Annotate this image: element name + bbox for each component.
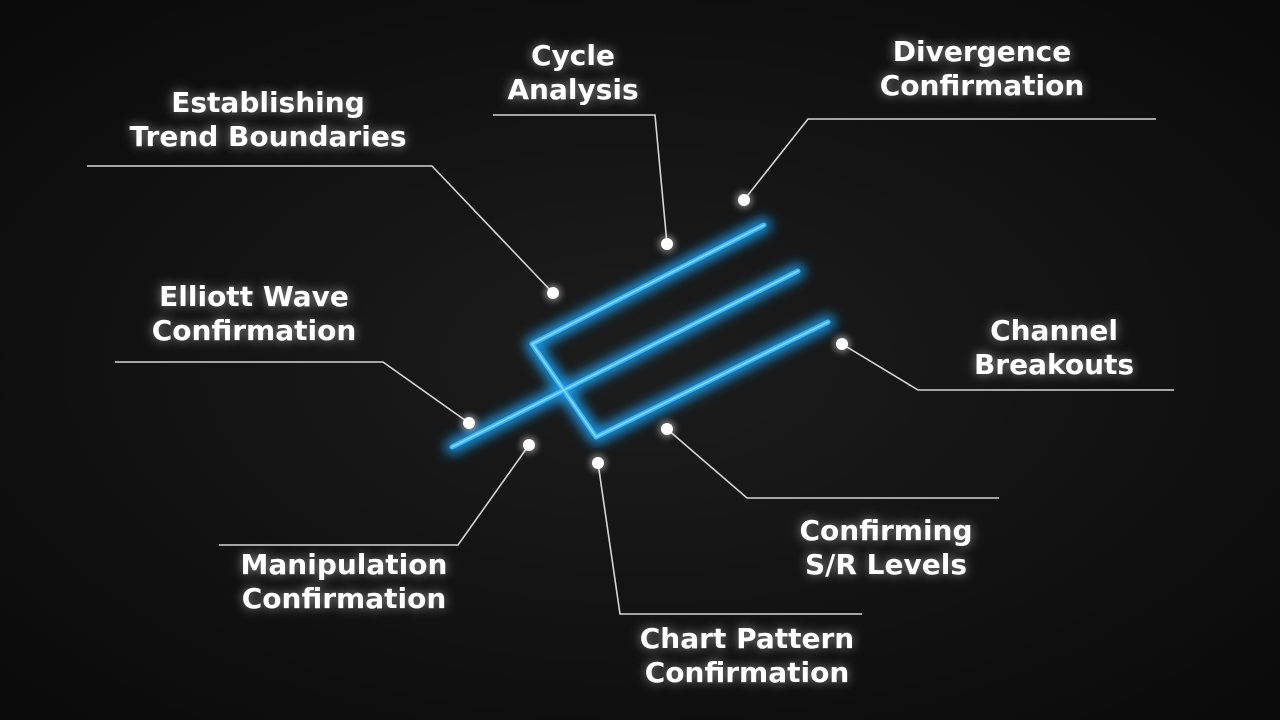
label-manipulation-confirmation-line-2: Confirmation	[241, 582, 447, 615]
label-divergence-confirmation-line-1: Divergence	[892, 35, 1072, 68]
label-chart-pattern-confirmation-line-1: Chart Pattern	[639, 622, 855, 655]
label-elliott-wave-confirmation: Elliott Wave Confirmation	[152, 280, 357, 348]
connector-divergence-confirmation	[743, 118, 1156, 201]
endpoint-dot-establishing-trend-boundaries	[544, 284, 562, 302]
parallel-channel-icon	[445, 218, 835, 454]
label-establishing-trend-boundaries-line-1: Establishing	[171, 86, 365, 119]
connector-confirming-sr-levels	[666, 428, 999, 499]
endpoint-dot-cycle-analysis	[658, 235, 676, 253]
connector-channel-breakouts	[841, 343, 1174, 391]
label-confirming-sr-levels: Confirming S/R Levels	[799, 514, 972, 582]
label-establishing-trend-boundaries: Establishing Trend Boundaries	[130, 86, 407, 154]
label-confirming-sr-levels-line-1: Confirming	[799, 514, 973, 547]
connector-chart-pattern-confirmation	[597, 462, 862, 615]
label-divergence-confirmation: Divergence Confirmation	[880, 35, 1085, 103]
label-channel-breakouts-line-2: Breakouts	[973, 348, 1135, 381]
label-confirming-sr-levels-line-2: S/R Levels	[804, 548, 968, 581]
endpoint-dot-confirming-sr-levels	[658, 420, 676, 438]
label-channel-breakouts: Channel Breakouts	[974, 314, 1134, 382]
label-chart-pattern-confirmation: Chart Pattern Confirmation	[640, 622, 854, 690]
connector-establishing-trend-boundaries	[87, 165, 554, 294]
connector-manipulation-confirmation	[219, 444, 530, 546]
label-manipulation-confirmation-line-1: Manipulation	[240, 548, 448, 581]
connector-elliott-wave-confirmation	[115, 361, 470, 424]
endpoint-dot-divergence-confirmation	[735, 191, 753, 209]
endpoint-dot-chart-pattern-confirmation	[589, 454, 607, 472]
connector-cycle-analysis	[493, 114, 668, 245]
label-elliott-wave-confirmation-line-1: Elliott Wave	[159, 280, 349, 313]
label-elliott-wave-confirmation-line-2: Confirmation	[151, 314, 357, 347]
label-manipulation-confirmation: Manipulation Confirmation	[241, 548, 448, 616]
label-chart-pattern-confirmation-line-2: Confirmation	[644, 656, 850, 689]
label-divergence-confirmation-line-2: Confirmation	[879, 69, 1085, 102]
label-establishing-trend-boundaries-line-2: Trend Boundaries	[129, 120, 407, 153]
label-cycle-analysis: Cycle Analysis	[507, 39, 638, 107]
endpoint-dot-manipulation-confirmation	[520, 436, 538, 454]
label-channel-breakouts-line-1: Channel	[990, 314, 1118, 347]
endpoint-dot-elliott-wave-confirmation	[460, 414, 478, 432]
endpoint-dot-channel-breakouts	[833, 335, 851, 353]
label-cycle-analysis-line-1: Cycle	[531, 39, 615, 72]
label-cycle-analysis-line-2: Analysis	[507, 73, 639, 106]
